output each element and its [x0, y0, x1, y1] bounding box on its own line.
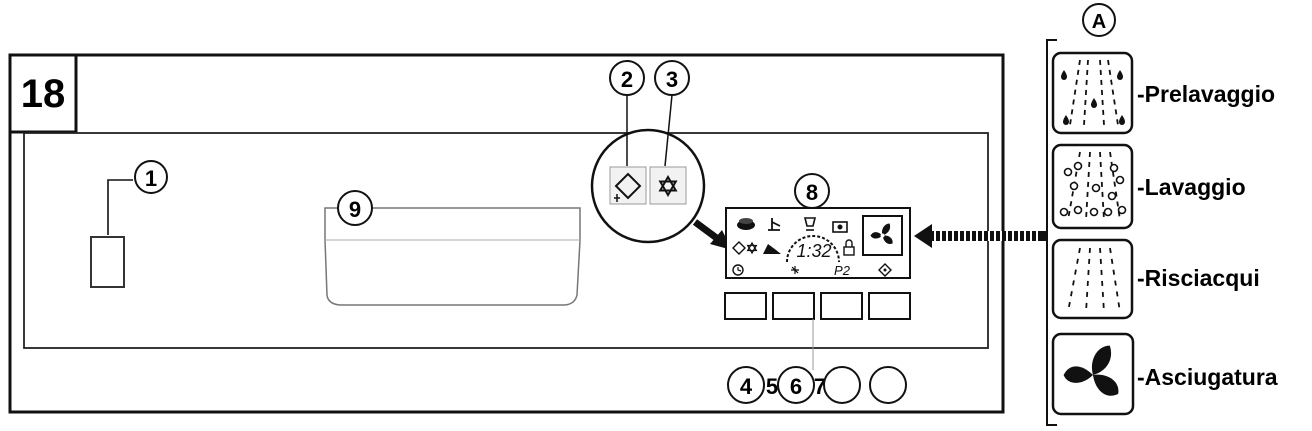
- prewash-icon: [1051, 51, 1134, 135]
- rinse-aid-icon: [614, 172, 642, 202]
- legend-bracket: [1046, 39, 1057, 426]
- callout-1-label: 1: [145, 166, 157, 191]
- leader-1: [107, 179, 133, 235]
- button-4[interactable]: [868, 292, 911, 320]
- callout-7-label: 7: [814, 374, 826, 399]
- callout-8-label: 8: [806, 180, 818, 205]
- figure-number-box: [8, 53, 78, 134]
- callout-1: [134, 160, 168, 194]
- button-1[interactable]: [724, 292, 767, 320]
- salt-star-icon: [658, 175, 678, 197]
- rinse-icon: [1051, 238, 1134, 320]
- button-2[interactable]: [772, 292, 815, 320]
- callout-6: [777, 366, 815, 404]
- callout-9-label: 9: [349, 197, 361, 222]
- legend-pointer-arrow: [914, 224, 1046, 248]
- lock-icon: [843, 239, 855, 256]
- program-dial-arc: [786, 235, 840, 263]
- rinse-aid-small-icon: [732, 241, 746, 255]
- salt-icon-box: [649, 166, 687, 205]
- program-p-label: P2: [834, 263, 851, 278]
- button-3[interactable]: [820, 292, 863, 320]
- figure-number: 18: [21, 72, 66, 116]
- callout-3-label: 3: [666, 67, 678, 92]
- legend-label-wash: -Lavaggio: [1137, 174, 1246, 200]
- callout-empty-1: [823, 366, 861, 404]
- tablet-icon: [737, 218, 755, 230]
- time-readout: 1:32: [796, 241, 831, 261]
- legend-letter-circle: [1082, 3, 1116, 37]
- callout-9: [337, 190, 373, 226]
- legend-letter: A: [1092, 11, 1106, 33]
- half-load-icon: [768, 218, 781, 231]
- power-button[interactable]: [90, 236, 125, 288]
- callout-3: [654, 60, 690, 96]
- legend-label-rinse: -Risciacqui: [1137, 265, 1260, 291]
- callout-8: [794, 173, 830, 209]
- callout-4-label: 4: [740, 374, 753, 399]
- dry-fan-icon: [1051, 332, 1135, 416]
- callout-empty-2: [869, 366, 907, 404]
- clock-icon: [732, 264, 744, 276]
- callout-4: [727, 366, 765, 404]
- wash-icon: [1051, 143, 1134, 230]
- callout-5-label: 5: [766, 374, 778, 399]
- salt-small-icon: [746, 241, 758, 255]
- leader-3: [664, 94, 673, 167]
- basket-icon: [763, 244, 781, 254]
- callout-6-label: 6: [790, 374, 802, 399]
- legend-label-dry: -Asciugatura: [1137, 364, 1278, 390]
- door-handle[interactable]: [324, 207, 581, 306]
- start-icon: [878, 263, 892, 277]
- spray-arm-icon: [791, 266, 799, 274]
- top-spray-icon: [803, 217, 817, 231]
- legend-label-prewash: -Prelavaggio: [1137, 81, 1275, 107]
- callout-2-label: 2: [621, 67, 633, 92]
- magnifier-circle: [590, 128, 706, 244]
- eco-icon: [832, 221, 848, 233]
- callout-2: [609, 60, 645, 96]
- dry-fan-small-icon: [870, 223, 893, 245]
